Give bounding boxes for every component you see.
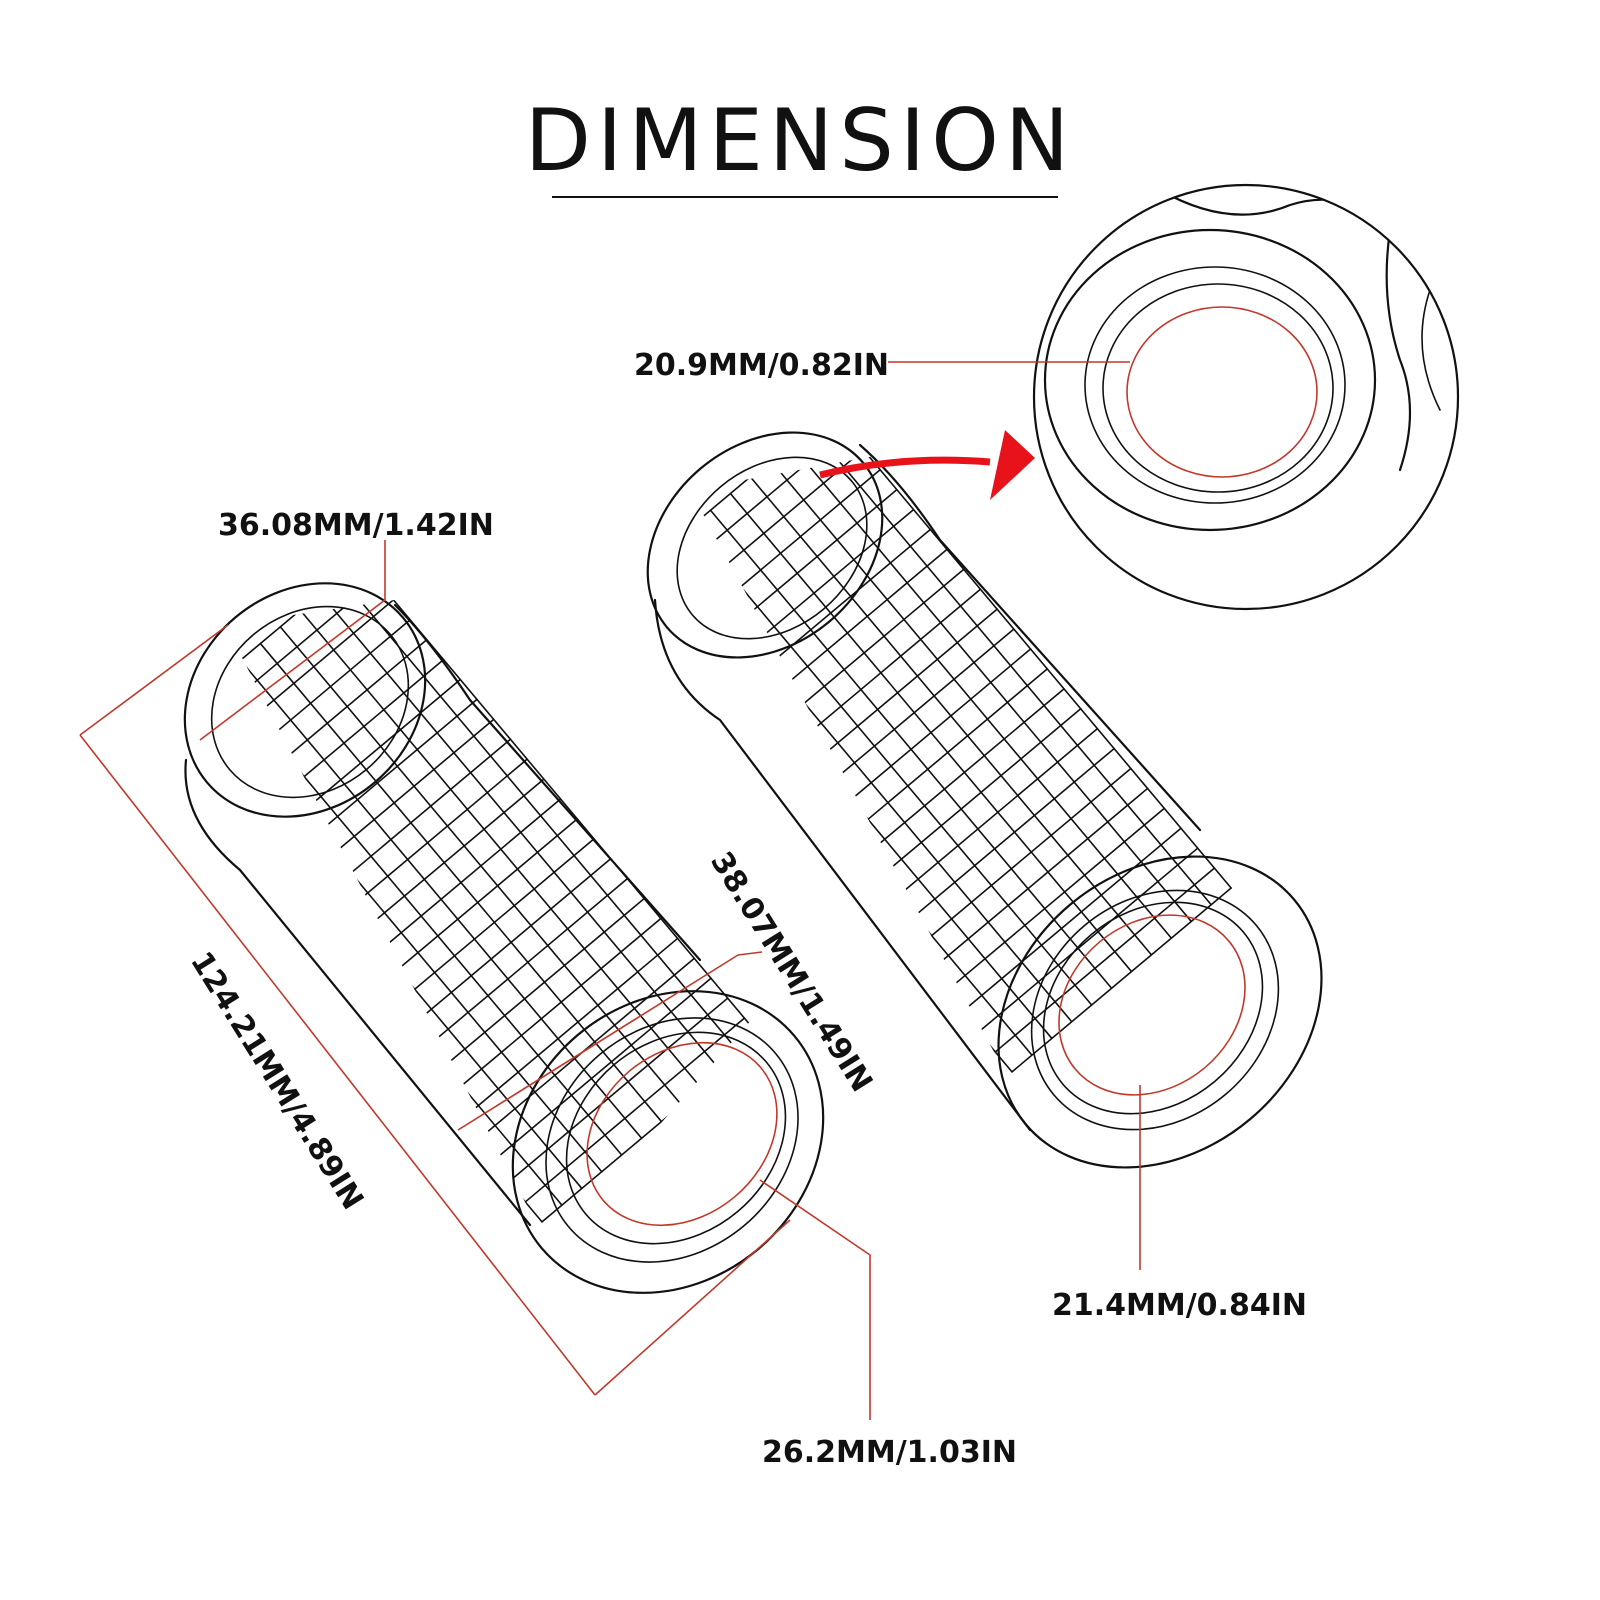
right-grip-body-top — [858, 443, 1202, 832]
length-extension-top — [79, 624, 229, 736]
grip-texture-rib — [340, 798, 562, 984]
grip-texture-rib — [810, 648, 1032, 834]
grip-texture-rib — [910, 767, 1132, 954]
grip-texture-rib — [440, 917, 662, 1104]
zoom-end-inner-rim — [1102, 283, 1334, 493]
length-extension-bottom — [594, 1219, 791, 1396]
grip-texture-rib — [524, 1017, 746, 1203]
grip-texture-line — [690, 576, 1033, 1056]
right-grip-far-end-rim — [676, 456, 868, 640]
label-outer-top-diameter: 36.08MM/1.42IN — [218, 508, 494, 543]
grip-texture-rib — [390, 857, 612, 1044]
right-grip — [646, 431, 1323, 1270]
grip-texture-rib — [777, 608, 998, 794]
right-grip-near-end-inner-rim — [1042, 901, 1264, 1115]
grip-texture-rib — [860, 707, 1082, 894]
zoom-end-outer — [1043, 228, 1377, 532]
grip-texture-rib — [760, 588, 982, 774]
grip-texture-rib — [710, 528, 932, 715]
grip-texture-rib — [944, 807, 1166, 993]
grip-texture-rib — [257, 698, 478, 885]
outer-end-diameter-line — [457, 954, 739, 1131]
inner-left-leader — [759, 1179, 871, 1420]
grip-texture-rib — [877, 727, 1099, 914]
left-dimension-lines — [79, 540, 871, 1420]
grip-texture-rib — [225, 658, 445, 845]
grip-texture-rib — [977, 847, 1199, 1033]
label-inner-diameter-right: 21.4MM/0.84IN — [1052, 1288, 1307, 1323]
right-grip-bore — [1058, 914, 1246, 1096]
zoom-detail — [888, 183, 1460, 611]
grip-texture-rib — [690, 468, 881, 655]
zoom-bore — [1126, 306, 1318, 478]
zoom-frame — [1032, 183, 1460, 611]
grip-texture-rib — [541, 1037, 760, 1223]
length-line — [79, 734, 596, 1396]
zoom-end-rim — [1084, 266, 1346, 504]
grip-texture-rib — [994, 867, 1216, 1053]
outer-top-diameter-line — [199, 599, 386, 741]
grip-texture-rib — [374, 838, 595, 1024]
grip-texture-line — [690, 559, 1053, 1040]
right-grip-body-outline — [653, 598, 1032, 1132]
left-grip-near-end-inner-rim — [565, 1031, 787, 1245]
left-grip-far-end — [183, 582, 427, 818]
right-grip-far-end — [646, 431, 884, 659]
right-grip-near-end — [997, 855, 1323, 1169]
zoom-texture-right — [1385, 228, 1412, 472]
outer-end-leader — [737, 951, 763, 956]
grip-texture-rib — [457, 937, 679, 1124]
diagram-title: DIMENSION — [525, 91, 1075, 191]
left-grip-bore — [586, 1041, 778, 1227]
grip-texture-rib — [225, 600, 378, 765]
grip-texture-rib — [225, 618, 411, 805]
grip-texture-rib — [961, 827, 1182, 1013]
grip-texture-rib — [323, 778, 545, 964]
left-grip-near-end-rim — [545, 1017, 799, 1263]
right-grip-texture — [690, 455, 1232, 1073]
grip-texture-rib — [690, 455, 831, 595]
label-inner-end-large: 20.9MM/0.82IN — [634, 348, 889, 383]
grip-texture-rib — [225, 638, 428, 825]
grip-texture-rib — [407, 877, 629, 1064]
grip-texture-rib — [827, 668, 1049, 854]
label-inner-diameter-left: 26.2MM/1.03IN — [762, 1435, 1017, 1470]
right-grip-near-end-rim — [1030, 889, 1280, 1131]
grip-texture-rib — [727, 548, 948, 735]
grip-texture-rib — [240, 678, 462, 865]
grip-texture-rib — [225, 600, 395, 785]
zoom-arrow — [819, 430, 1035, 500]
grip-texture-rib — [290, 738, 512, 924]
grip-texture-rib — [424, 897, 645, 1084]
grip-texture-rib — [273, 718, 495, 904]
zoom-texture-right-2 — [1421, 289, 1441, 411]
grip-texture-rib — [491, 977, 712, 1163]
grip-texture-rib — [507, 997, 729, 1183]
grip-texture-rib — [927, 787, 1149, 974]
grip-texture-rib — [844, 688, 1065, 874]
left-grip-body-top — [393, 603, 702, 962]
grip-texture-rib — [357, 818, 579, 1004]
grip-texture-rib — [693, 508, 915, 695]
left-grip-body-outline — [184, 758, 532, 1227]
grip-texture-rib — [894, 747, 1115, 934]
label-outer-end-diameter: 38.07MM/1.49IN — [703, 846, 879, 1098]
grip-texture-rib — [690, 455, 865, 635]
grip-texture-rib — [225, 600, 361, 745]
grip-texture-rib — [793, 628, 1015, 814]
